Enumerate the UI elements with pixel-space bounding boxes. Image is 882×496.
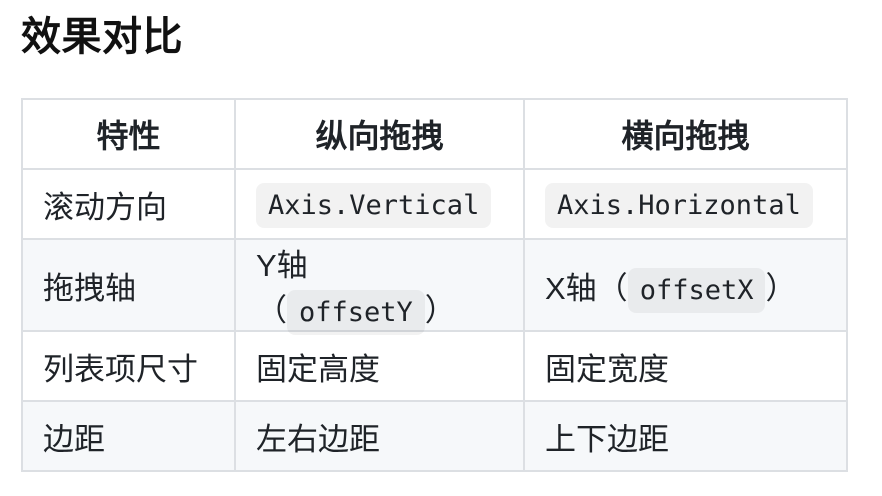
table-cell: Axis.Horizontal	[523, 168, 848, 240]
document-page: 效果对比 特性纵向拖拽横向拖拽 滚动方向 Axis.Vertical Axis.Ho…	[21, 15, 848, 472]
comparison-table: 特性纵向拖拽横向拖拽 滚动方向 Axis.Vertical Axis.Horizon…	[21, 98, 848, 472]
cell-text: ）	[424, 293, 456, 328]
cell-text: 固定宽度	[545, 351, 669, 387]
table-cell: 固定高度	[234, 330, 525, 402]
inline-code: offsetX	[627, 267, 766, 313]
cell-text: 固定高度	[256, 351, 380, 387]
inline-code: offsetY	[287, 290, 425, 335]
cell-text: 上下边距	[545, 421, 669, 457]
cell-text: 拖拽轴	[43, 270, 136, 306]
cell-text: X轴（	[545, 270, 628, 306]
table-cell: Y轴（offsetY）	[234, 238, 525, 335]
table-row: 列表项尺寸 固定高度 固定宽度	[21, 330, 848, 402]
cell-text: 滚动方向	[43, 189, 167, 225]
table-cell: 左右边距	[234, 400, 525, 472]
table-header-cell: 横向拖拽	[523, 98, 848, 170]
table-cell: Axis.Vertical	[234, 168, 525, 240]
table-cell: X轴（offsetX）	[523, 238, 848, 332]
inline-code: Axis.Vertical	[256, 183, 492, 228]
table-header-row: 特性纵向拖拽横向拖拽	[21, 98, 848, 170]
cell-text: ）	[765, 270, 797, 306]
page-title: 效果对比	[21, 15, 183, 59]
table-row: 边距 左右边距 上下边距	[21, 400, 848, 472]
table-header-cell: 特性	[21, 98, 236, 170]
table-cell: 滚动方向	[21, 168, 236, 240]
table-header-cell: 纵向拖拽	[234, 98, 525, 170]
table-head: 特性纵向拖拽横向拖拽	[21, 98, 848, 170]
cell-text: 左右边距	[256, 421, 380, 457]
table-cell: 上下边距	[523, 400, 848, 472]
table-row: 滚动方向 Axis.Vertical Axis.Horizontal	[21, 168, 848, 240]
inline-code: Axis.Horizontal	[545, 183, 813, 228]
table-cell: 边距	[21, 400, 236, 472]
table-cell: 拖拽轴	[21, 238, 236, 332]
cell-text: 边距	[43, 421, 105, 457]
cell-text: Y轴（	[256, 248, 308, 328]
cell-text: 列表项尺寸	[43, 351, 198, 387]
table-cell: 固定宽度	[523, 330, 848, 402]
table-cell: 列表项尺寸	[21, 330, 236, 402]
